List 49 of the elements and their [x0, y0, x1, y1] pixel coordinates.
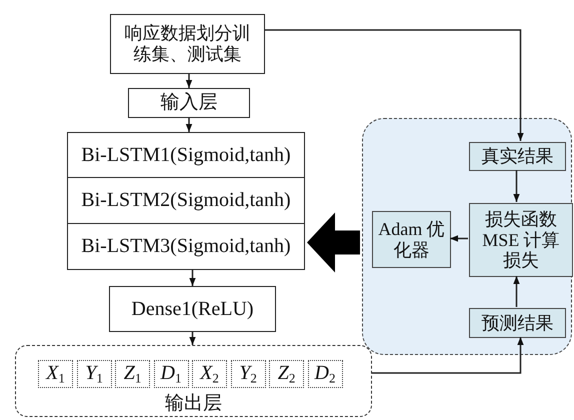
variable-label: Z$_{2}$: [278, 362, 296, 386]
variable-label: Y$_{2}$: [239, 362, 257, 386]
arrow: [372, 337, 524, 374]
variable-label: Y$_{1}$: [85, 362, 103, 386]
training-panel: [362, 118, 572, 355]
arrow: [450, 235, 468, 242]
process-box: [109, 286, 276, 332]
output-cell: [38, 360, 73, 388]
box-label: 损失函数 MSE 计算损失: [481, 208, 561, 272]
process-box: [110, 14, 265, 74]
process-box: [372, 211, 451, 268]
process-box: [67, 177, 305, 224]
box-label: Bi-LSTM3(Sigmoid,tanh): [81, 235, 291, 258]
arrow: [186, 74, 192, 88]
variable-label: X$_{1}$: [46, 362, 65, 386]
variable-label: Z$_{1}$: [124, 362, 142, 386]
arrow: [513, 276, 520, 307]
output-cell: [76, 360, 112, 388]
box-label: 真实结果: [482, 146, 554, 167]
output-cell: [154, 360, 188, 388]
arrow: [186, 118, 192, 132]
arrow: [189, 332, 196, 345]
box-label: Dense1(ReLU): [131, 298, 254, 320]
output-cell: [269, 360, 304, 388]
arrow: [265, 29, 524, 141]
process-box: [469, 308, 566, 338]
process-box: [67, 132, 305, 178]
variable-label: X$_{2}$: [200, 362, 219, 386]
variable-label: D$_{2}$: [314, 362, 336, 386]
output-cell: [115, 360, 150, 388]
arrow: [513, 170, 520, 202]
output-cell: [308, 360, 342, 388]
box-label: Bi-LSTM2(Sigmoid,tanh): [81, 189, 291, 212]
arrow: [189, 270, 196, 286]
layer-label: 输出层: [165, 393, 222, 415]
box-label: Bi-LSTM1(Sigmoid,tanh): [81, 144, 291, 166]
variable-label: D$_{1}$: [160, 362, 182, 386]
output-layer-group: [15, 345, 372, 417]
block-arrow: [307, 212, 360, 272]
box-label: 输入层: [160, 92, 218, 114]
process-box: [67, 223, 305, 270]
box-label: 预测结果: [482, 312, 554, 334]
process-box: [469, 142, 566, 171]
process-box: [128, 88, 250, 118]
box-label: Adam 优化器: [377, 218, 446, 260]
output-cell: [230, 360, 266, 388]
box-label: 响应数据划分训练集、测试集: [124, 23, 252, 65]
output-cell: [192, 360, 227, 388]
process-box: [469, 203, 573, 277]
